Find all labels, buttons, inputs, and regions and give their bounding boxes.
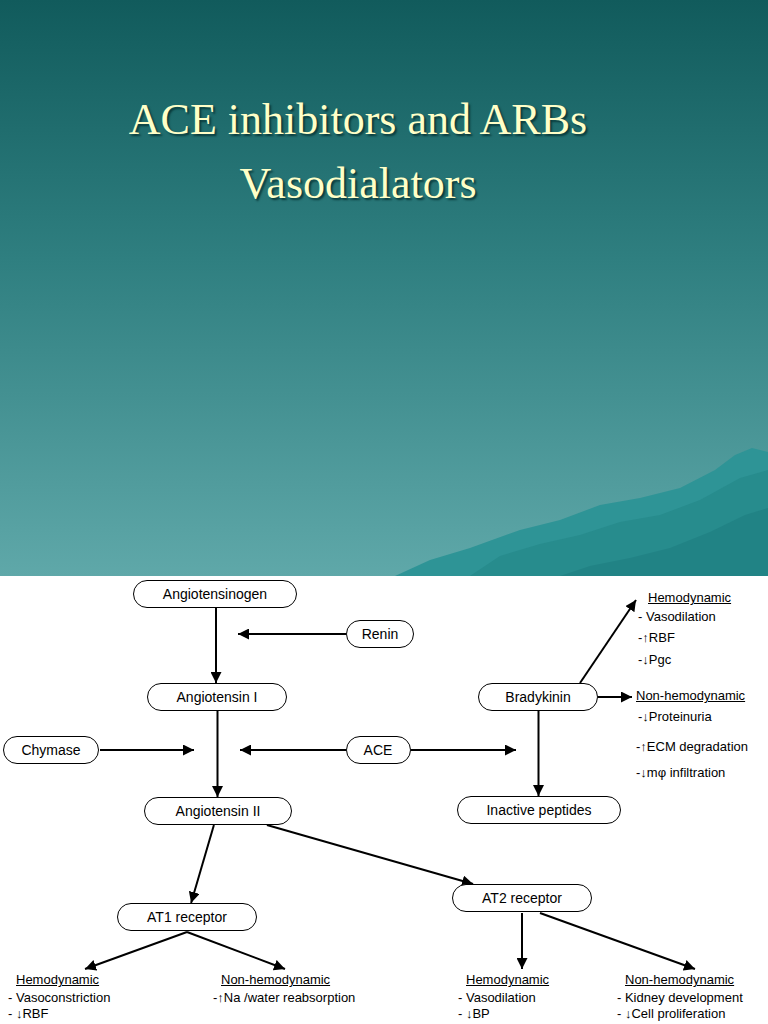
box-label: Angiotensin I [177,689,258,705]
effect-heading: Hemodynamic [466,972,549,987]
effect-item: - ↓Cell proliferation [617,1006,725,1021]
box-label: AT1 receptor [147,909,227,925]
effect-item: - ↓BP [458,1006,490,1021]
process-box: Chymase [3,736,99,764]
flow-arrow [217,711,219,797]
pointer-arrows [85,600,695,969]
box-label: ACE [364,742,393,758]
effect-heading: Hemodynamic [648,590,731,605]
flow-arrow [191,825,214,903]
effect-item: - Vasoconstriction [8,990,110,1005]
effect-item: - Vasodilation [458,990,536,1005]
effect-item: -↑Na /water reabsorption [213,990,355,1005]
box-label: Renin [362,626,399,642]
effect-item: -↓mφ infiltration [636,765,725,780]
process-box: Inactive peptides [457,796,621,824]
box-label: Angiotensin II [176,803,261,819]
effect-item: -↑ECM degradation [636,739,748,754]
effect-item: - ↓RBF [8,1006,48,1021]
process-box: Angiotensinogen [133,580,297,608]
effect-heading: Non-hemodynamic [636,688,745,703]
effect-item: -↓Proteinuria [638,709,712,724]
slide-background [0,0,768,576]
effect-item: - Kidney development [617,990,743,1005]
process-box: Bradykinin [478,683,598,711]
flow-arrow [215,608,217,683]
box-label: Chymase [21,742,80,758]
box-label: Inactive peptides [486,802,591,818]
effect-heading: Non-hemodynamic [221,972,330,987]
flow-arrow [538,711,540,796]
box-label: AT2 receptor [482,890,562,906]
effect-heading: Hemodynamic [16,972,99,987]
process-box: ACE [346,736,411,764]
box-label: Bradykinin [505,689,570,705]
process-box: AT2 receptor [452,884,592,912]
effect-item: -↓Pgc [638,652,671,667]
box-label: Angiotensinogen [163,586,267,602]
process-box: Angiotensin II [144,797,292,825]
mountain-decoration [395,448,768,576]
effect-heading: Non-hemodynamic [625,972,734,987]
process-box: Renin [346,620,414,648]
slide-title: ACE inhibitors and ARBs Vasodialators [78,88,638,216]
effect-item: -↑RBF [638,630,675,645]
flow-arrow [267,825,473,884]
process-box: Angiotensin I [147,683,287,711]
effect-item: - Vasodilation [638,609,716,624]
process-box: AT1 receptor [117,903,257,931]
